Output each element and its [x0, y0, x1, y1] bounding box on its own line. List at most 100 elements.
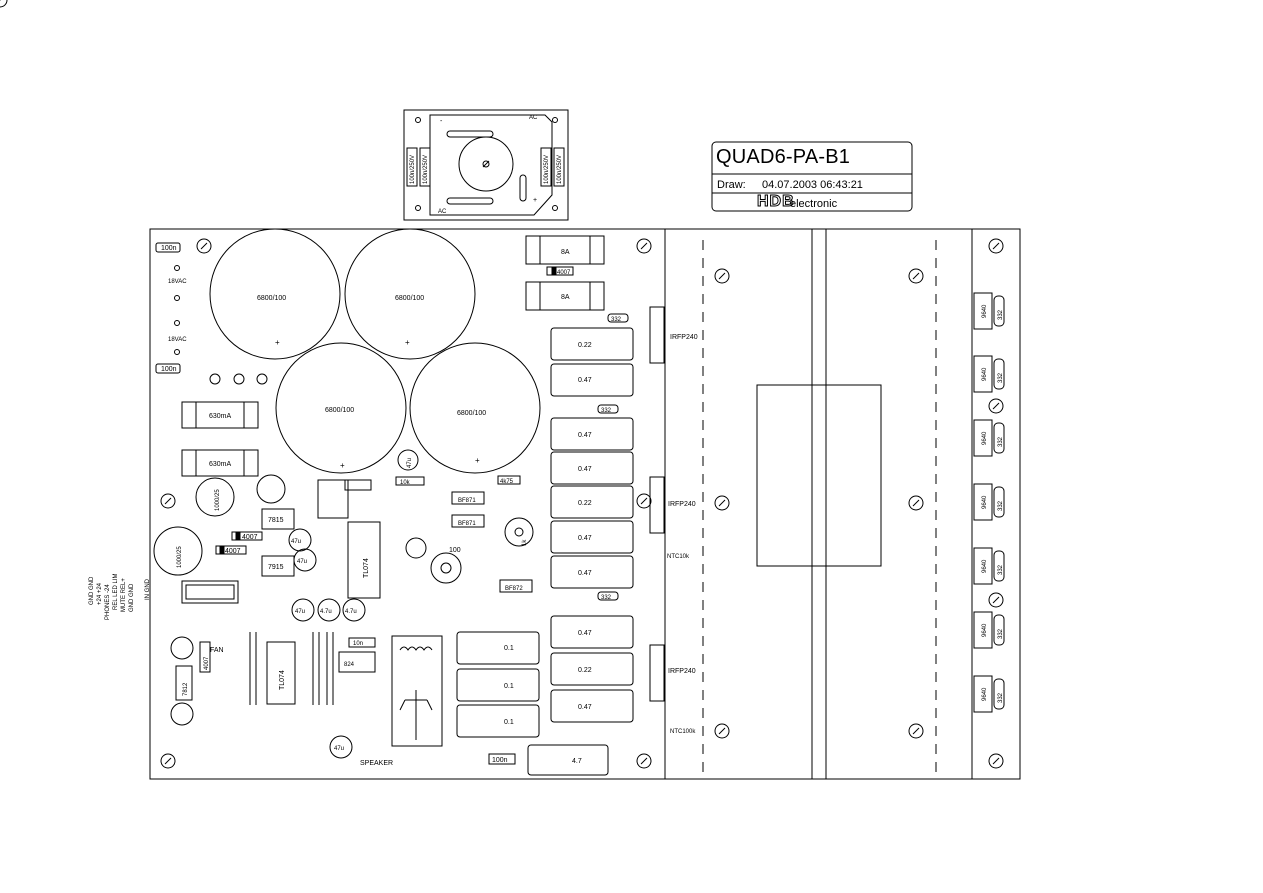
vac-label-2: 18VAC [168, 337, 187, 343]
trim-100: 100 [449, 547, 461, 554]
ac-bottom-label: AC [438, 209, 447, 215]
vac-label-1: 18VAC [168, 279, 187, 285]
pin-label-1: GND GND [89, 576, 95, 605]
cap-47u-4: 47u [407, 458, 413, 468]
right-device-5: 9640 [982, 559, 988, 573]
res-047-2: 0.47 [578, 432, 592, 439]
right-res-2: 332 [998, 372, 1004, 383]
res-047-5: 0.47 [578, 570, 592, 577]
pin-label-7: IN GND [145, 578, 151, 600]
right-device-4: 9640 [982, 495, 988, 509]
diode-4007-c: 4007 [204, 656, 210, 670]
heatsink-block [756, 384, 882, 567]
right-device-1: 9640 [982, 304, 988, 318]
diode-4007-a: 4007 [242, 534, 258, 541]
cap-1000-25-a: 1000/25 [215, 489, 221, 511]
cap-4.7u-1: 4.7u [320, 609, 332, 615]
res-047-1: 0.47 [578, 377, 592, 384]
res-022-1: 0.22 [578, 342, 592, 349]
res-047-6: 0.47 [578, 630, 592, 637]
res-10k: 10k [400, 480, 411, 486]
cap-47u-2: 47u [297, 559, 307, 565]
draw-label: Draw: [717, 179, 746, 191]
fuse-8a-a: 8A [561, 249, 570, 256]
right-res-6: 332 [998, 628, 1004, 639]
rect-cap-1: 100n/250V [410, 155, 416, 184]
pin-label-5: MUTE REL+ [121, 578, 127, 612]
signal-section: TL074 TL074 47u 47u 47u 4.7u 4.7u 47u 47… [170, 449, 534, 767]
diode-4007-b: 4007 [225, 548, 241, 555]
res-047-7: 0.47 [578, 704, 592, 711]
cap-47u-5: 47u [334, 746, 344, 752]
minus-label: - [440, 118, 443, 125]
res-01-2: 0.1 [504, 683, 514, 690]
reg-7915: 7915 [268, 564, 284, 571]
bf871-a: BF871 [458, 498, 476, 504]
company-logo: HDB [757, 193, 795, 211]
fuse-630ma-b: 630mA [209, 461, 232, 468]
right-res-4: 332 [998, 500, 1004, 511]
res-332-b: 332 [601, 408, 612, 414]
cap-47u-3: 47u [295, 609, 305, 615]
pin-label-6: GND GND [129, 583, 135, 612]
ac-top-label: AC [529, 115, 538, 121]
res-01-3: 0.1 [504, 719, 514, 726]
cap-100n-b: 100n [161, 366, 177, 373]
right-res-3: 332 [998, 436, 1004, 447]
cap-10n: 10n [353, 641, 363, 647]
company-name: electronic [790, 198, 838, 210]
res-047-3: 0.47 [578, 466, 592, 473]
cap-1000-25-b: 1000/25 [177, 546, 183, 568]
fan-label: FAN [210, 647, 224, 654]
right-device-2: 9640 [982, 367, 988, 381]
rectifier-board: AC AC - + 100n/250V 100n/250V 100n/250V … [403, 109, 569, 221]
res-01-1: 0.1 [504, 645, 514, 652]
ntc10k: NTC10k [667, 554, 690, 560]
board-outline [149, 228, 1021, 780]
big-cap-4: 6800/100 [457, 410, 486, 417]
right-res-7: 332 [998, 692, 1004, 703]
right-res-5: 332 [998, 564, 1004, 575]
cap-4.7u-2: 4.7u [345, 609, 357, 615]
svg-text:+: + [275, 338, 280, 347]
big-cap-2: 6800/100 [395, 295, 424, 302]
draw-date: 04.07.2003 06:43:21 [762, 179, 863, 191]
cap-47u-1: 47u [291, 539, 301, 545]
irfp240-1: IRFP240 [670, 334, 698, 341]
cap-100n-c: 100n [492, 757, 508, 764]
title-block [711, 141, 913, 212]
speaker-label: SPEAKER [360, 760, 393, 767]
right-device-column: 9640 332 9640 332 9640 332 9640 332 9640… [973, 292, 1005, 713]
bf871-b: BF871 [458, 521, 476, 527]
pin-label-3: PHONES -24 [105, 584, 111, 620]
res-4k75: 4k75 [500, 479, 514, 485]
res-047-4: 0.47 [578, 535, 592, 542]
right-device-7: 9640 [982, 687, 988, 701]
supply-section: 100n 100n 18VAC 18VAC 6800/100 + 6800/10… [89, 228, 541, 620]
right-res-1: 332 [998, 309, 1004, 320]
big-cap-3: 6800/100 [325, 407, 354, 414]
pin-label-2: +24 +24 [97, 582, 103, 605]
rect-cap-4: 100n/250V [557, 155, 563, 184]
res-1k: 1k [522, 539, 528, 546]
res-4.7: 4.7 [572, 758, 582, 765]
opamp-tl074-a: TL074 [363, 558, 370, 578]
right-device-3: 9640 [982, 431, 988, 445]
project-title: QUAD6-PA-B1 [716, 146, 851, 168]
big-cap-1: 6800/100 [257, 295, 286, 302]
bf872: BF872 [505, 586, 523, 592]
svg-text:+: + [405, 338, 410, 347]
plus-label: + [533, 197, 537, 204]
output-stage: 8A 8A 4007 332 332 332 0.22 0.47 0.47 0.… [456, 235, 698, 776]
pin-label-4: REL LED LIM [113, 574, 119, 610]
rect-cap-2: 100n/250V [423, 155, 429, 184]
fuse-630ma-a: 630mA [209, 413, 232, 420]
res-022-3: 0.22 [578, 667, 592, 674]
res-022-2: 0.22 [578, 500, 592, 507]
svg-text:+: + [475, 456, 480, 465]
irfp240-3: IRFP240 [668, 668, 696, 675]
relay-824: 824 [344, 662, 355, 668]
cap-100n-a: 100n [161, 245, 177, 252]
reg-7812: 7812 [183, 682, 189, 696]
